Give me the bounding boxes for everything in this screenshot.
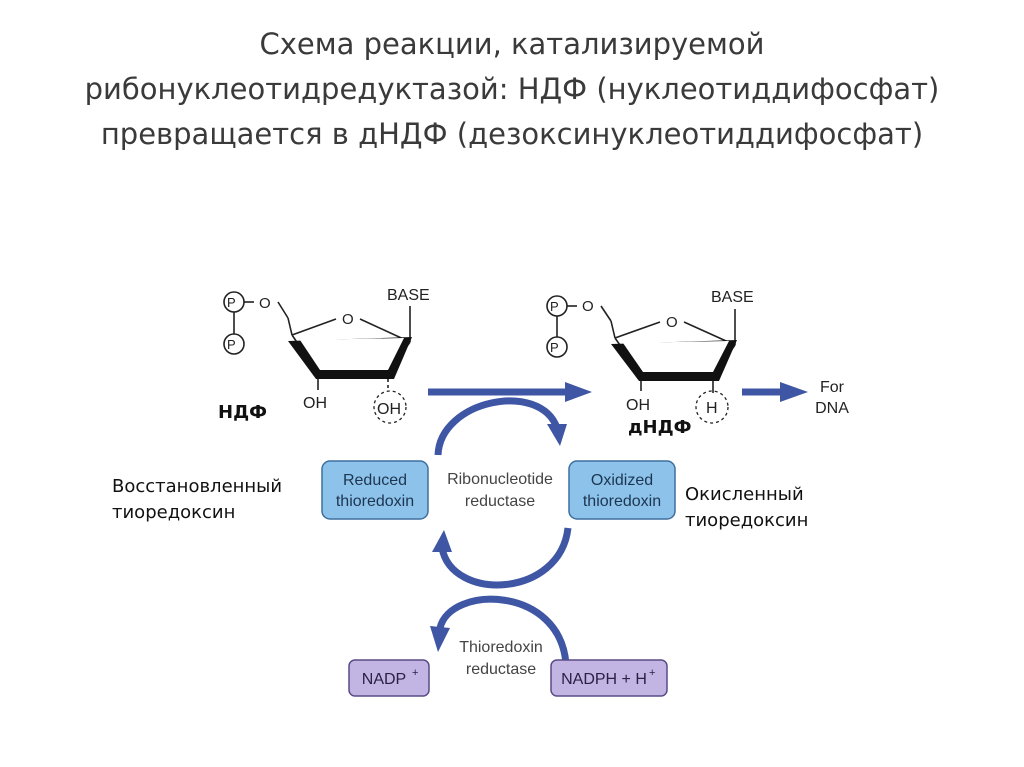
for-dna-line-2: DNA [815, 400, 849, 417]
trxr-label-line-1: Thioredoxin [459, 639, 543, 656]
rnr-arc-bottom-head [432, 530, 452, 552]
oxidized-ru-line-2: тиоредоксин [685, 510, 809, 531]
rnr-arc-top-head [547, 424, 567, 446]
rnr-arc-bottom [438, 527, 572, 589]
phosphate-label-4: P [550, 340, 559, 355]
phosphate-label-3: P [550, 299, 559, 314]
reaction-arrows [428, 382, 808, 665]
rnr-arc-top [434, 397, 561, 456]
rnr-label-line-2: reductase [465, 493, 535, 510]
main-reaction-arrowhead [565, 382, 592, 402]
oxidized-ru-line-1: Окисленный [685, 484, 804, 505]
for-dna-line-1: For [820, 379, 845, 396]
oxidized-box-line-1: Oxidized [591, 472, 653, 489]
reduced-thioredoxin-box: Reduced thioredoxin [321, 460, 429, 520]
phosphate-label-1: P [227, 295, 236, 310]
reduced-box-line-1: Reduced [343, 472, 407, 489]
ndp-3oh-label: OH [303, 395, 327, 412]
dndp-base-label: BASE [711, 289, 754, 306]
trxr-arc-head [430, 626, 450, 652]
nadph-label: NADPH + H [561, 671, 647, 688]
dndp-3oh-label: OH [626, 397, 650, 414]
ndp-ru-label: НДФ [218, 402, 267, 423]
trxr-label-line-2: reductase [466, 661, 536, 678]
title-line-2: рибонуклеотидредуктазой: НДФ (нуклеотидд… [84, 72, 940, 106]
reduced-thioredoxin-ru-label: Восстановленный тиоредоксин [112, 474, 282, 526]
title-line-1: Схема реакции, катализируемой [259, 27, 765, 61]
phosphate-label-2: P [227, 337, 236, 352]
nadp-box: NADP + [348, 659, 430, 697]
nadp-label: NADP [362, 671, 406, 688]
reduced-box-line-2: thioredoxin [336, 493, 414, 510]
reduced-ru-line-2: тиоредоксин [112, 502, 236, 523]
title-line-3: превращается в дНДФ (дезоксинуклеотиддиф… [100, 117, 924, 151]
dndp-2h-label: H [706, 400, 718, 417]
reduced-ru-line-1: Восстановленный [112, 476, 283, 497]
nadph-box: NADPH + H + [550, 659, 668, 697]
ndp-base-label: BASE [387, 287, 430, 304]
dndp-ester-oxygen: O [582, 298, 594, 315]
oxidized-thioredoxin-ru-label: Окисленный тиоредоксин [685, 482, 808, 534]
rnr-label-line-1: Ribonucleotide [447, 471, 553, 488]
nadp-superscript: + [412, 667, 418, 679]
ndp-ester-oxygen: O [259, 295, 271, 312]
slide-title: Схема реакции, катализируемой рибонуклео… [0, 22, 1024, 157]
oxidized-thioredoxin-box: Oxidized thioredoxin [568, 460, 676, 520]
trxr-arc [436, 595, 570, 665]
ndp-2oh-highlight [373, 390, 407, 424]
ndp-ring-oxygen: O [342, 311, 354, 328]
dndp-ru-label: дНДФ [628, 417, 692, 438]
ndp-2oh-label: OH [377, 401, 401, 418]
for-dna-arrowhead [780, 382, 808, 402]
nadph-superscript: + [649, 667, 655, 679]
dndp-ring-oxygen: O [666, 314, 678, 331]
dndp-2h-highlight [695, 390, 729, 424]
oxidized-box-line-2: thioredoxin [583, 493, 661, 510]
